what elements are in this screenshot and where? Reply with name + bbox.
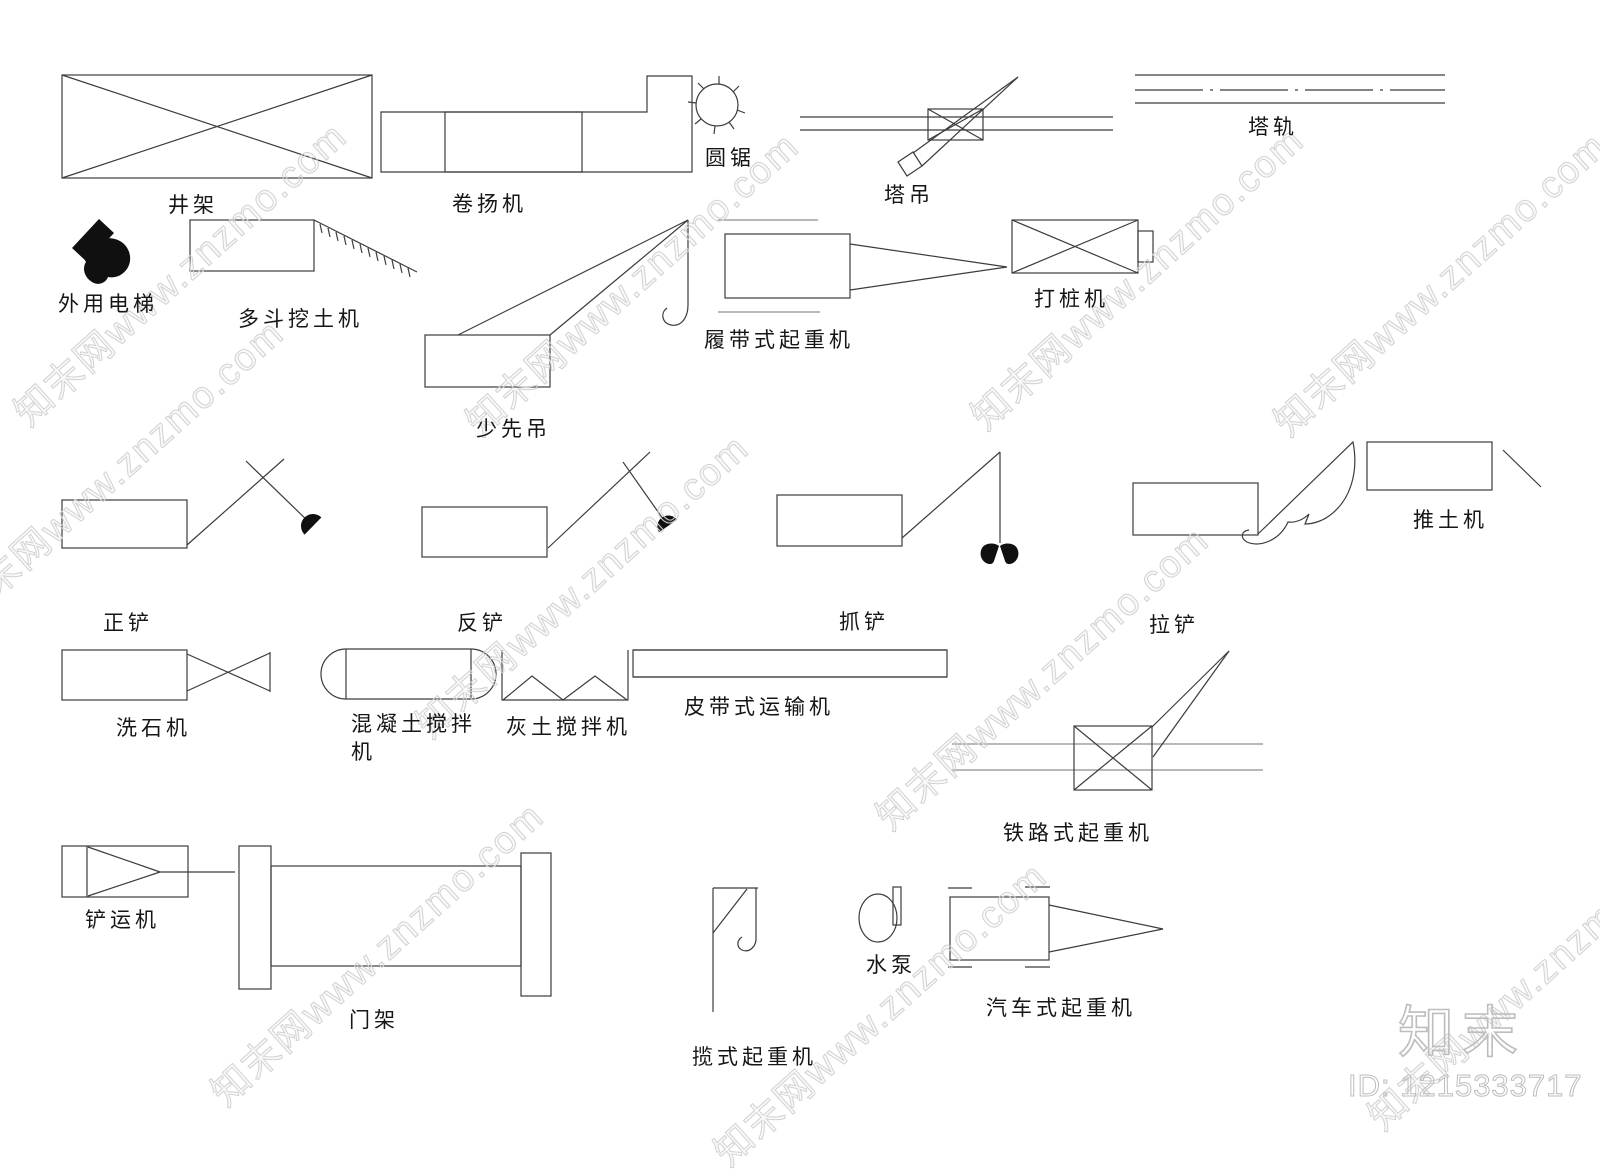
label-face-shovel: 正铲 — [103, 612, 153, 635]
truck-crane-symbol — [948, 886, 1164, 968]
label-pile-driver: 打桩机 — [1034, 288, 1109, 311]
label-lime-soil-mixer: 灰土搅拌机 — [506, 716, 631, 739]
crawler-crane-symbol — [718, 219, 1008, 313]
label-circular-saw: 圆锯 — [705, 147, 755, 170]
external-elevator-symbol — [72, 219, 131, 284]
label-tower-rail: 塔轨 — [1248, 116, 1298, 139]
circular-saw-symbol — [687, 76, 746, 135]
lime-soil-mixer-symbol — [501, 650, 629, 701]
backhoe-symbol — [421, 451, 677, 558]
label-grab-shovel: 抓铲 — [839, 611, 889, 634]
label-crawler-crane: 履带式起重机 — [704, 329, 854, 352]
label-pioneer-crane: 少先吊 — [476, 418, 551, 441]
label-backhoe: 反铲 — [457, 612, 507, 635]
label-belt-conveyor: 皮带式运输机 — [684, 696, 834, 719]
label-multi-bucket-excavator: 多斗挖土机 — [238, 308, 363, 331]
derrick-symbol — [61, 74, 373, 179]
railway-crane-symbol — [952, 650, 1263, 791]
label-external-elevator: 外用电梯 — [58, 293, 158, 316]
cable-crane-symbol — [712, 887, 758, 1012]
label-railway-crane: 铁路式起重机 — [1003, 822, 1153, 845]
cad-line-art — [61, 74, 1542, 1012]
label-concrete-mixer: 混凝土搅拌机 — [351, 713, 476, 765]
multi-bucket-excavator-symbol — [189, 219, 418, 278]
drawing-area: 井架 卷扬机 圆锯 塔吊 塔轨 外用电梯 多斗挖土机 少先吊 履带式起重机 打桩… — [0, 74, 1600, 1175]
face-shovel-symbol — [61, 458, 322, 549]
label-cable-crane: 揽式起重机 — [692, 1046, 817, 1069]
tower-crane-symbol — [800, 76, 1113, 177]
label-gantry: 门架 — [349, 1009, 399, 1032]
dragline-symbol — [1132, 440, 1356, 545]
belt-conveyor-symbol — [632, 649, 948, 678]
tower-rail-symbol — [1135, 74, 1445, 104]
label-dragline: 拉铲 — [1149, 614, 1199, 637]
label-winch: 卷扬机 — [452, 193, 527, 216]
label-scraper: 铲运机 — [85, 909, 160, 932]
brand-watermark: 知末 — [1397, 1000, 1526, 1065]
gantry-symbol — [238, 845, 552, 997]
label-tower-crane: 塔吊 — [884, 184, 934, 207]
pioneer-crane-symbol — [424, 219, 689, 388]
pile-driver-symbol — [1011, 219, 1154, 274]
label-water-pump: 水泵 — [866, 954, 916, 977]
label-derrick: 井架 — [168, 194, 218, 217]
winch-symbol — [380, 75, 693, 173]
bulldozer-symbol — [1366, 441, 1542, 491]
stone-washer-symbol — [61, 649, 271, 701]
concrete-mixer-symbol — [320, 648, 497, 700]
grab-shovel-symbol — [776, 451, 1019, 565]
water-pump-symbol — [858, 886, 902, 943]
label-truck-crane: 汽车式起重机 — [986, 997, 1136, 1020]
label-stone-washer: 洗石机 — [116, 717, 191, 740]
watermark-id: ID: 1215333717 — [1348, 1068, 1583, 1104]
scraper-symbol — [61, 845, 235, 898]
label-bulldozer: 推土机 — [1413, 509, 1488, 532]
